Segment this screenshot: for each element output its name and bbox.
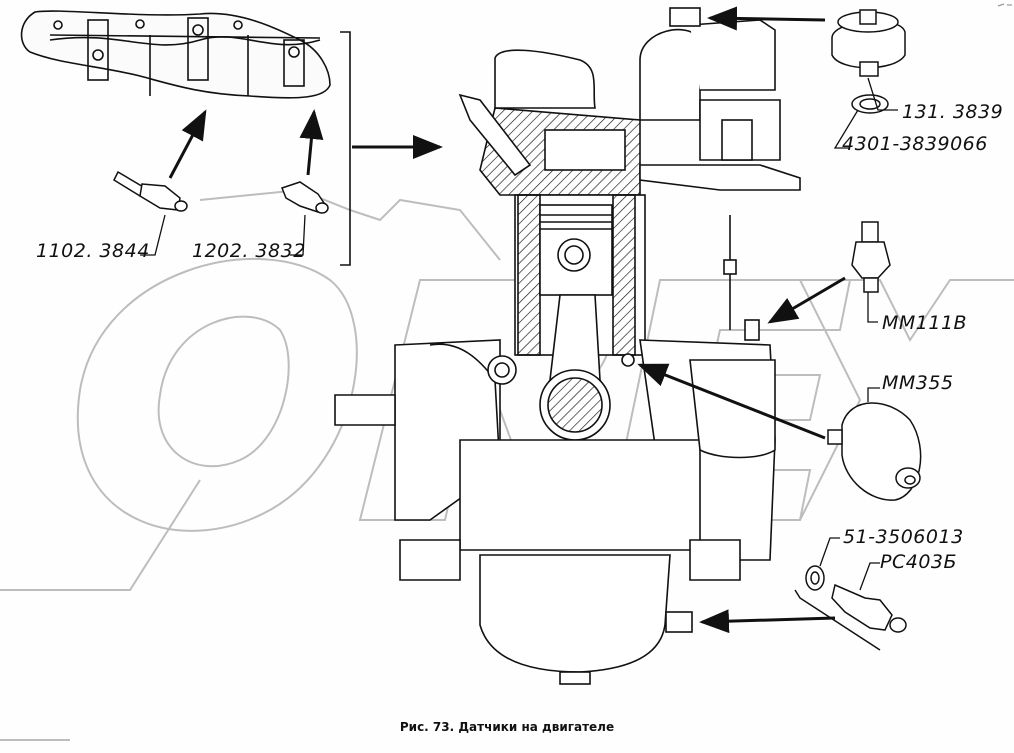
label-pc403b: РС403Б xyxy=(880,551,958,573)
arrows-right xyxy=(637,6,846,634)
label-51-3506013: 51-3506013 xyxy=(843,526,964,548)
label-4301-3839066: 4301-3839066 xyxy=(842,133,988,155)
arrows-manifold xyxy=(168,109,324,179)
label-mm355: ММ355 xyxy=(882,372,954,394)
label-131-3839: 131. 3839 xyxy=(902,101,1004,123)
intake-manifold xyxy=(20,10,331,99)
engine-cross-section xyxy=(334,7,801,685)
leaders-left xyxy=(140,214,306,256)
corner-mark xyxy=(997,3,1012,7)
sensor-1202-3832 xyxy=(281,181,329,214)
label-1102-3844: 1102. 3844 xyxy=(36,240,150,262)
leaders-right xyxy=(819,77,898,591)
bracket-arrow xyxy=(340,31,443,266)
label-1202-3832: 1202. 3832 xyxy=(192,240,306,262)
gasket-4301-3839066 xyxy=(851,94,889,114)
figure-caption: Рис. 73. Датчики на двигателе xyxy=(399,720,615,734)
sensor-mm355 xyxy=(827,402,922,501)
sensor-131-3839 xyxy=(831,9,906,77)
sensor-1102-3844 xyxy=(113,170,188,212)
gasket-51-3506013 xyxy=(805,565,825,591)
label-mm111b: ММ111В xyxy=(882,312,968,334)
sensor-mm111b xyxy=(851,221,891,293)
sensor-pc403b xyxy=(794,583,907,651)
